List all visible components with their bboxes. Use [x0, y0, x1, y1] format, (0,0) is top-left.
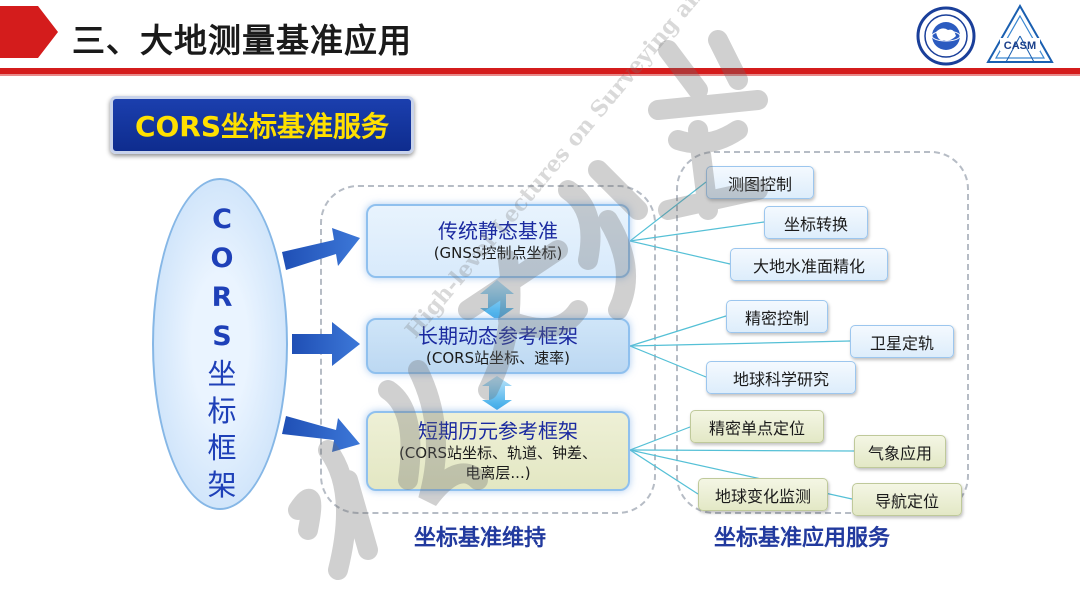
app-orbit-determination: 卫星定轨 [850, 325, 954, 358]
cors-letter: S [212, 321, 232, 352]
arrow-to-static-datum [282, 228, 360, 270]
short-term-frame-node: 短期历元参考框架 (CORS站坐标、轨道、钟差、 电离层...) [366, 411, 630, 491]
cors-letter: O [210, 243, 234, 274]
app-precision-control: 精密控制 [726, 300, 828, 333]
cors-char: 坐 [207, 357, 237, 391]
app-geoid-refinement: 大地水准面精化 [730, 248, 888, 281]
double-arrow-bottom [482, 376, 512, 410]
app-earth-change-monitoring: 地球变化监测 [698, 478, 828, 511]
header-divider-shadow [0, 74, 1080, 76]
node-subtitle: 电离层...) [465, 464, 531, 482]
node-subtitle: (CORS站坐标、速率) [426, 349, 570, 367]
node-subtitle: (GNSS控制点坐标) [433, 244, 563, 262]
app-mapping-control: 测图控制 [706, 166, 814, 199]
casm-logo-text: CASM [1004, 40, 1036, 52]
cors-char: 框 [207, 431, 237, 465]
app-ppp: 精密单点定位 [690, 410, 824, 443]
app-meteorology: 气象应用 [854, 435, 946, 468]
cscp-logo [916, 6, 976, 66]
cors-letter: R [211, 282, 233, 313]
service-group-box [676, 151, 969, 514]
service-group-label: 坐标基准应用服务 [714, 526, 891, 551]
cors-char: 标 [207, 394, 237, 428]
app-coordinate-transform: 坐标转换 [764, 206, 868, 239]
slide-title: 三、大地测量基准应用 [72, 21, 412, 60]
app-geoscience-research: 地球科学研究 [706, 361, 856, 394]
arrow-to-long-term-frame [292, 322, 360, 366]
title-arrow-icon [0, 6, 58, 58]
cors-char: 架 [207, 468, 237, 502]
node-subtitle: (CORS站坐标、轨道、钟差、 [398, 444, 598, 462]
arrow-to-short-term-frame [282, 416, 360, 452]
section-banner-text: CORS坐标基准服务 [134, 110, 390, 143]
static-datum-node: 传统静态基准 (GNSS控制点坐标) [366, 204, 630, 278]
section-banner: CORS坐标基准服务 [110, 96, 414, 154]
casm-logo: CASM [986, 4, 1054, 63]
long-term-frame-node: 长期动态参考框架 (CORS站坐标、速率) [366, 318, 630, 374]
maintenance-group-label: 坐标基准维持 [414, 526, 547, 551]
cors-frame-oval [152, 178, 288, 510]
fan-lines [629, 181, 855, 500]
cors-letter: C [212, 204, 232, 235]
app-navigation-positioning: 导航定位 [852, 483, 962, 516]
double-arrow-top [480, 280, 514, 320]
node-title: 短期历元参考框架 [418, 419, 578, 443]
node-title: 长期动态参考框架 [418, 324, 578, 348]
cors-frame-label: C O R S 坐 标 框 架 [200, 200, 244, 504]
header-divider [0, 68, 1080, 74]
node-title: 传统静态基准 [438, 219, 558, 243]
